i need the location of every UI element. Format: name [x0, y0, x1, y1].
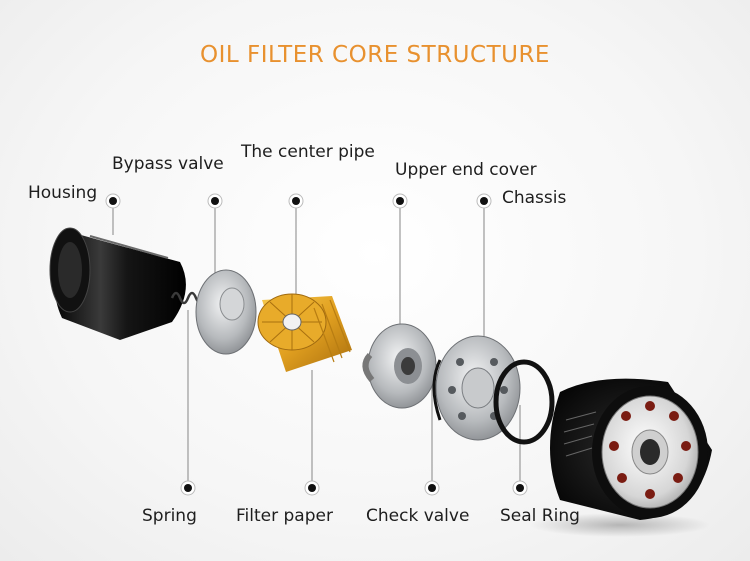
label-upper-end-cover: Upper end cover — [395, 160, 537, 180]
label-check-valve: Check valve — [366, 506, 470, 526]
seal-ring-part — [493, 359, 555, 445]
bypass-valve-part — [195, 269, 257, 355]
marker-spring — [180, 480, 196, 496]
filter-paper-part — [257, 293, 352, 372]
label-bypass-valve: Bypass valve — [112, 154, 224, 174]
label-chassis: Chassis — [502, 188, 567, 208]
marker-seal-ring — [512, 480, 528, 496]
marker-center-pipe — [288, 193, 304, 209]
label-filter-paper: Filter paper — [236, 506, 333, 526]
label-markers — [105, 193, 528, 496]
marker-housing — [105, 193, 121, 209]
diagram-title: OIL FILTER CORE STRUCTURE — [200, 42, 550, 68]
marker-filter-paper — [304, 480, 320, 496]
chassis-part — [432, 335, 521, 441]
label-center-pipe: The center pipe — [241, 142, 375, 162]
leader-lines — [112, 201, 521, 488]
marker-check-valve — [424, 480, 440, 496]
marker-chassis — [476, 193, 492, 209]
filter-can-part — [530, 378, 712, 537]
label-seal-ring: Seal Ring — [500, 506, 580, 526]
marker-upper-end-cover — [392, 193, 408, 209]
housing-part — [49, 227, 186, 340]
check-valve-part — [362, 323, 437, 409]
marker-bypass-valve — [207, 193, 223, 209]
label-spring: Spring — [142, 506, 197, 526]
label-housing: Housing — [28, 183, 98, 203]
